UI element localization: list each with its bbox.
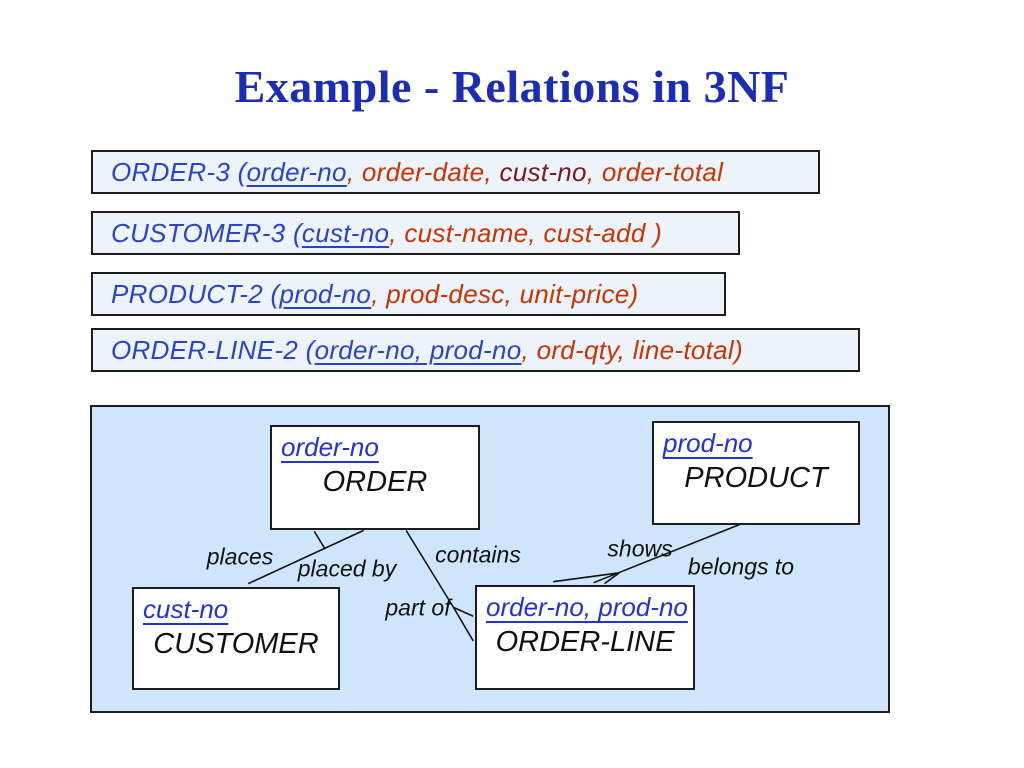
relation-name: PRODUCT-2 ( <box>111 278 280 309</box>
connector-order-customer-prong <box>313 530 326 550</box>
connector-order-orderline-prong <box>452 606 474 642</box>
er-diagram: order-no ORDER prod-no PRODUCT cust-no C… <box>90 405 890 713</box>
relation-row-order-line-2: ORDER-LINE-2 (order-no, prod-no, ord-qty… <box>91 328 860 372</box>
separator: , <box>586 156 602 187</box>
primary-key: order-no <box>246 156 347 187</box>
relationship-label-belongs-to: belongs to <box>687 553 795 580</box>
relation-name: CUSTOMER-3 ( <box>111 217 302 248</box>
primary-key: cust-no <box>301 217 390 248</box>
primary-key: order-no, prod-no <box>314 334 522 365</box>
attributes: , cust-name, cust-add ) <box>389 217 663 248</box>
connector-product-orderline-prong <box>553 572 620 583</box>
connector-order-orderline-prong <box>453 606 474 617</box>
relationship-label-part-of: part of <box>385 594 451 621</box>
connector-product-orderline-prong <box>604 572 620 585</box>
foreign-key: cust-no <box>499 156 587 187</box>
page-title: Example - Relations in 3NF <box>234 61 790 112</box>
relation-row-customer-3: CUSTOMER-3 (cust-no, cust-name, cust-add… <box>91 211 740 255</box>
entity-key: cust-no <box>143 594 229 624</box>
entity-key: prod-no <box>663 428 753 458</box>
attributes: , ord-qty, line-total) <box>521 334 743 365</box>
entity-name: CUSTOMER <box>153 628 319 660</box>
entity-key: order-no <box>281 432 379 462</box>
connector-order-customer <box>247 529 364 585</box>
entity-name: PRODUCT <box>684 462 828 494</box>
relation-name: ORDER-3 ( <box>111 156 247 187</box>
relation-row-product-2: PRODUCT-2 (prod-no, prod-desc, unit-pric… <box>91 272 726 316</box>
entity-order: order-no ORDER <box>270 425 480 530</box>
entity-customer: cust-no CUSTOMER <box>132 587 340 690</box>
relation-row-order-3: ORDER-3 (order-no, order-date, cust-no, … <box>91 150 820 194</box>
entity-key: order-no, prod-no <box>486 592 688 622</box>
relationship-label-places: places <box>206 543 274 570</box>
entity-name: ORDER-LINE <box>495 626 675 658</box>
separator: , <box>484 156 500 187</box>
relationship-connectors <box>247 523 741 642</box>
relation-name: ORDER-LINE-2 ( <box>111 334 315 365</box>
relationship-label-placed-by: placed by <box>297 555 397 582</box>
attributes: , prod-desc, unit-price) <box>371 278 639 309</box>
primary-key: prod-no <box>279 278 372 309</box>
entity-product: prod-no PRODUCT <box>652 421 860 525</box>
attribute: order-date <box>361 156 485 187</box>
attribute: order-total <box>601 156 724 187</box>
separator: , <box>346 156 362 187</box>
relationship-label-contains: contains <box>435 541 521 568</box>
connector-order-orderline <box>405 529 455 608</box>
relationship-label-shows: shows <box>607 535 673 562</box>
entity-order-line: order-no, prod-no ORDER-LINE <box>475 585 695 690</box>
entity-name: ORDER <box>322 466 428 498</box>
